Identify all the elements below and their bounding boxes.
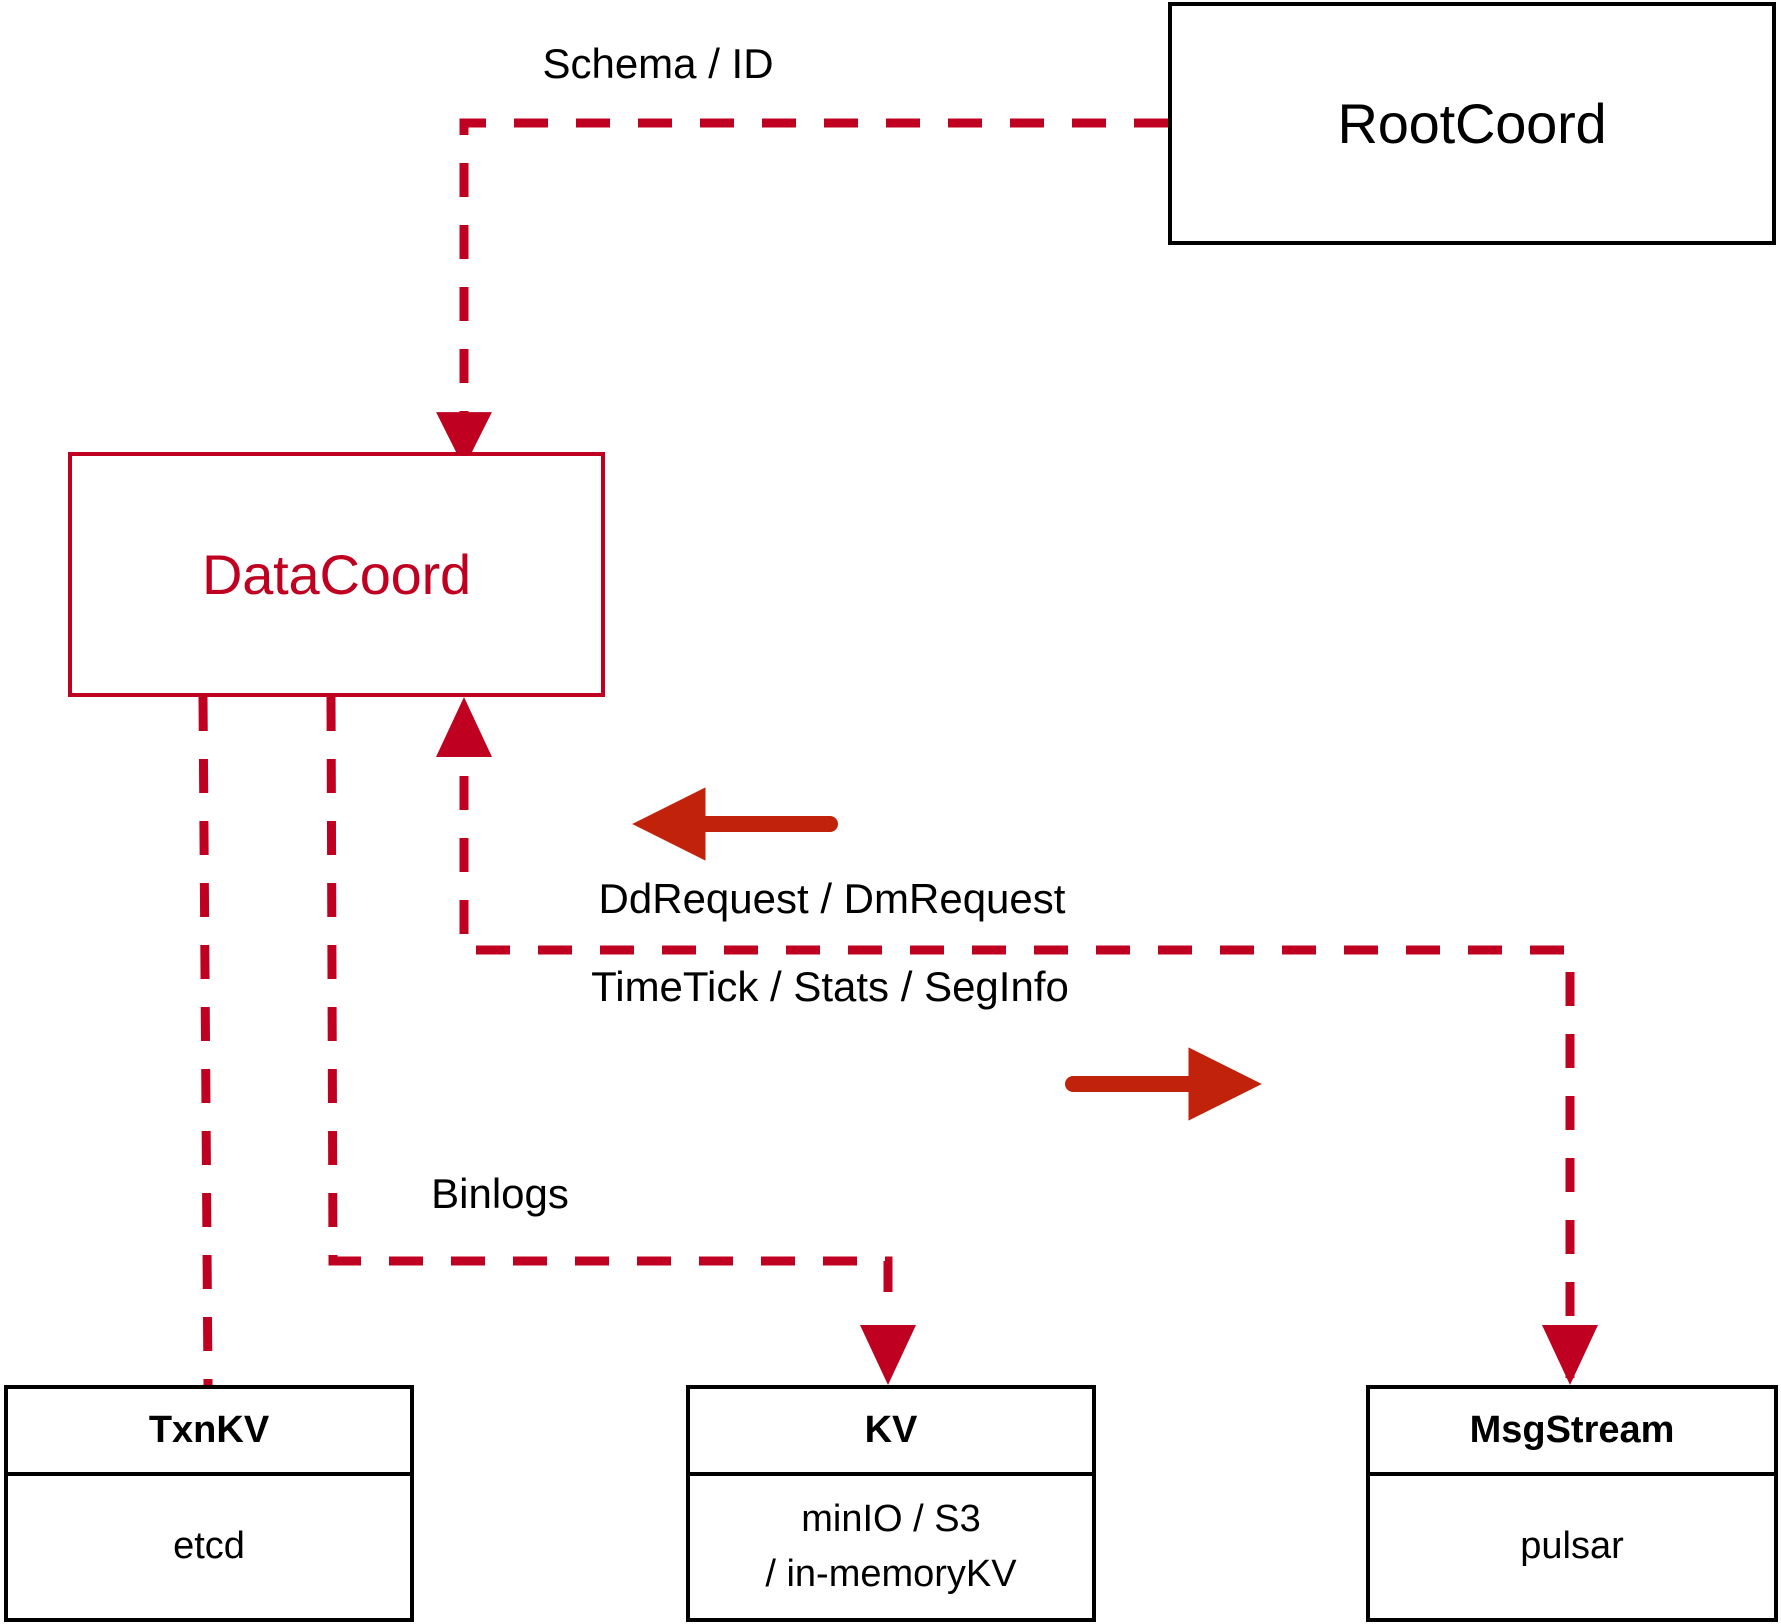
node-msgstream[interactable]: MsgStream pulsar [1366, 1385, 1778, 1622]
node-datacoord[interactable]: DataCoord [68, 452, 605, 697]
node-kv-body-line-2: / in-memoryKV [765, 1553, 1017, 1595]
edge-label-timetick-stats-seginfo: TimeTick / Stats / SegInfo [591, 963, 1069, 1010]
edge-label-binlogs: Binlogs [431, 1170, 569, 1217]
node-datacoord-label: DataCoord [201, 542, 471, 606]
node-txnkv-header: TxnKV [8, 1389, 410, 1476]
edge-binlogs-arrowhead [860, 1325, 916, 1385]
edge-msgstream-datacoord [459, 712, 1575, 1378]
edge-msgstream-datacoord-arrowhead [436, 697, 492, 757]
node-kv-header: KV [690, 1389, 1092, 1476]
edge-schema-id [436, 118, 1168, 468]
node-msgstream-body-line-1: pulsar [1520, 1525, 1624, 1568]
node-txnkv-body-line-1: etcd [173, 1525, 245, 1568]
edge-datacoord-txnkv [198, 696, 213, 1386]
node-kv[interactable]: KV minIO / S3 / in-memoryKV [686, 1385, 1096, 1622]
node-rootcoord[interactable]: RootCoord [1168, 2, 1776, 245]
edge-binlogs [326, 696, 893, 1320]
node-txnkv-body: etcd [8, 1476, 410, 1618]
edge-label-schema-id: Schema / ID [542, 40, 774, 87]
node-rootcoord-label: RootCoord [1337, 91, 1607, 155]
node-msgstream-body: pulsar [1370, 1476, 1774, 1618]
node-txnkv[interactable]: TxnKV etcd [4, 1385, 414, 1622]
node-msgstream-header: MsgStream [1370, 1389, 1774, 1476]
edge-label-dd-dm-request: DdRequest / DmRequest [598, 875, 1066, 922]
edge-datacoord-msgstream-arrowhead [1542, 1325, 1598, 1385]
node-kv-body-line-1: minIO / S3 [801, 1497, 981, 1540]
node-kv-body: minIO / S3 / in-memoryKV [690, 1476, 1092, 1618]
